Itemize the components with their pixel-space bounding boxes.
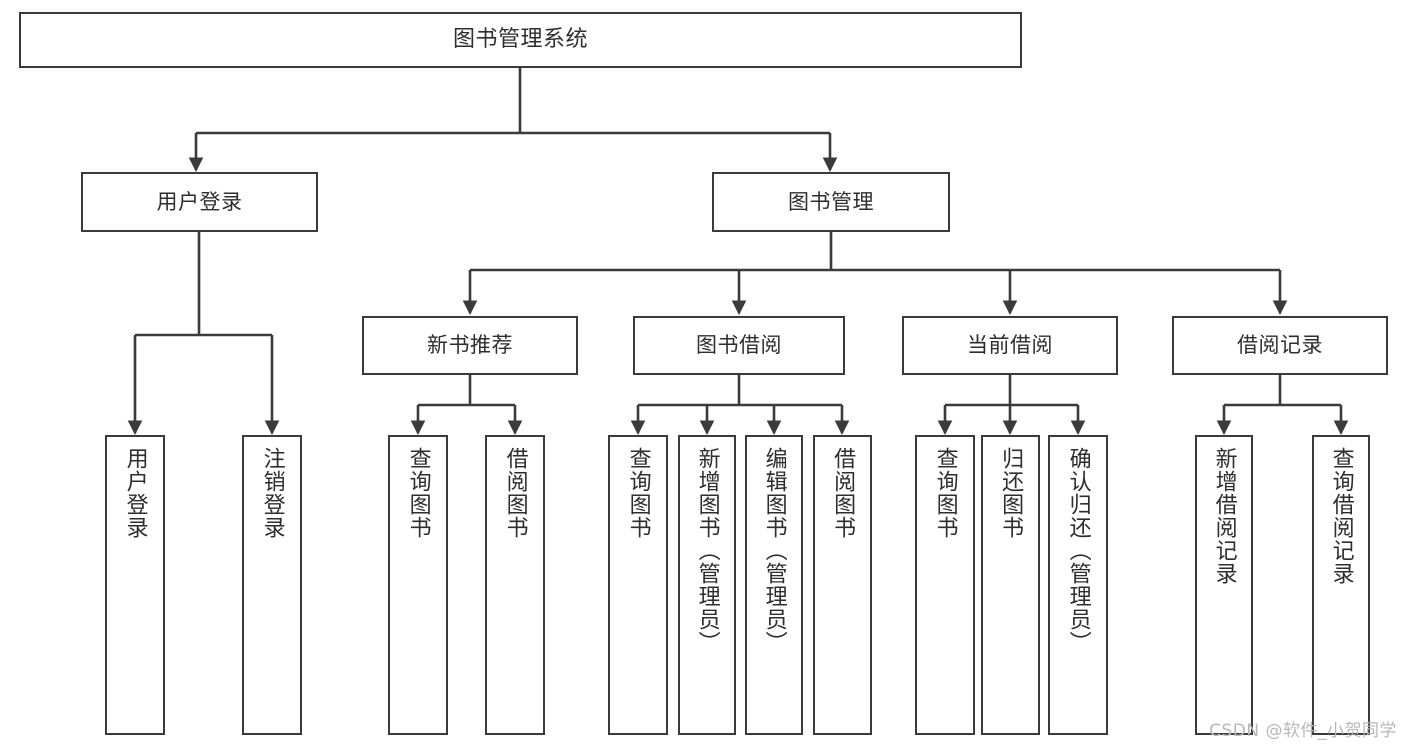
node-leaf-query-book-1-label: 查询图书 xyxy=(405,447,431,539)
node-book-borrow[interactable]: 图书借阅 xyxy=(633,316,845,375)
node-new-book-recommend-label: 新书推荐 xyxy=(427,333,513,358)
node-leaf-confirm-return[interactable]: 确认归还（管理员） xyxy=(1048,435,1108,735)
node-leaf-query-book-1[interactable]: 查询图书 xyxy=(388,435,448,735)
node-leaf-query-book-3-label: 查询图书 xyxy=(932,447,958,539)
node-book-manage[interactable]: 图书管理 xyxy=(712,172,950,232)
node-leaf-add-record-label: 新增借阅记录 xyxy=(1211,447,1237,585)
node-user-login[interactable]: 用户登录 xyxy=(81,172,318,232)
node-borrow-record[interactable]: 借阅记录 xyxy=(1172,316,1388,375)
node-book-borrow-label: 图书借阅 xyxy=(696,333,782,358)
node-leaf-borrow-book-2-label: 借阅图书 xyxy=(830,447,856,539)
node-leaf-borrow-book-1[interactable]: 借阅图书 xyxy=(485,435,545,735)
node-leaf-user-logout[interactable]: 注销登录 xyxy=(242,435,302,735)
node-root-label: 图书管理系统 xyxy=(452,27,588,53)
node-book-manage-label: 图书管理 xyxy=(788,189,874,214)
node-leaf-return-book-label: 归还图书 xyxy=(998,447,1024,539)
node-root[interactable]: 图书管理系统 xyxy=(19,12,1022,68)
node-leaf-borrow-book-1-label: 借阅图书 xyxy=(502,447,528,539)
node-leaf-query-book-2[interactable]: 查询图书 xyxy=(608,435,668,735)
node-current-borrow[interactable]: 当前借阅 xyxy=(902,316,1118,375)
node-leaf-query-book-3[interactable]: 查询图书 xyxy=(915,435,975,735)
node-leaf-edit-book[interactable]: 编辑图书（管理员） xyxy=(745,435,803,735)
node-leaf-query-book-2-label: 查询图书 xyxy=(625,447,651,539)
node-leaf-user-login-label: 用户登录 xyxy=(122,447,148,539)
node-borrow-record-label: 借阅记录 xyxy=(1237,333,1323,358)
node-leaf-edit-book-label: 编辑图书（管理员） xyxy=(761,447,787,654)
node-leaf-add-record[interactable]: 新增借阅记录 xyxy=(1195,435,1253,735)
node-leaf-user-logout-label: 注销登录 xyxy=(259,447,285,539)
node-leaf-borrow-book-2[interactable]: 借阅图书 xyxy=(813,435,872,735)
node-leaf-user-login[interactable]: 用户登录 xyxy=(105,435,165,735)
node-leaf-query-record[interactable]: 查询借阅记录 xyxy=(1312,435,1370,735)
node-user-login-label: 用户登录 xyxy=(156,189,243,214)
node-leaf-return-book[interactable]: 归还图书 xyxy=(981,435,1040,735)
csdn-watermark: CSDN @软件_小贺同学 xyxy=(1209,721,1397,741)
node-leaf-confirm-return-label: 确认归还（管理员） xyxy=(1065,447,1091,654)
node-current-borrow-label: 当前借阅 xyxy=(967,333,1053,358)
node-leaf-add-book-label: 新增图书（管理员） xyxy=(694,447,720,654)
node-leaf-query-record-label: 查询借阅记录 xyxy=(1328,447,1354,585)
node-new-book-recommend[interactable]: 新书推荐 xyxy=(362,316,578,375)
node-leaf-add-book[interactable]: 新增图书（管理员） xyxy=(678,435,736,735)
